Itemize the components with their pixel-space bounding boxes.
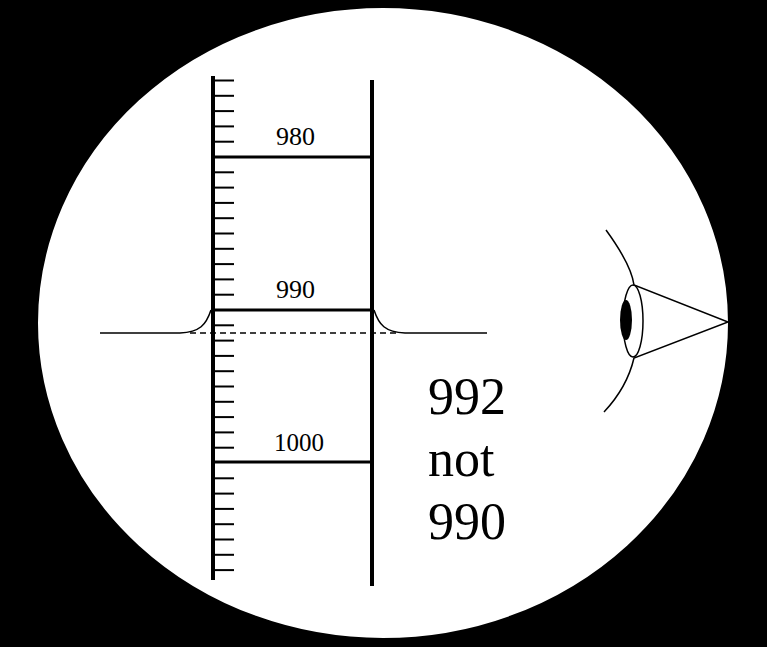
meniscus-left xyxy=(100,310,211,333)
eye-pupil xyxy=(620,300,632,340)
scale-tick xyxy=(213,493,234,495)
meniscus-right xyxy=(374,310,487,333)
scale-tick xyxy=(213,278,234,280)
stem-left xyxy=(211,76,215,580)
scale-tick xyxy=(213,95,234,97)
eye-outline xyxy=(604,230,728,412)
reading-note: 992 not 990 xyxy=(428,366,558,553)
view-circle xyxy=(36,6,730,640)
major-bar xyxy=(213,461,372,464)
scale-tick xyxy=(213,386,234,388)
scale-tick xyxy=(213,355,234,357)
scale-tick xyxy=(213,477,234,479)
scale-tick xyxy=(213,263,234,265)
major-bar xyxy=(213,309,372,312)
scale-tick xyxy=(213,324,234,326)
scale-tick xyxy=(213,539,234,541)
major-bar xyxy=(213,156,372,159)
scale-tick xyxy=(213,202,234,204)
scale-tick xyxy=(213,125,234,127)
scale-tick xyxy=(213,416,234,418)
scale-number: 990 xyxy=(276,277,315,303)
scale-tick xyxy=(213,523,234,525)
scale-tick xyxy=(213,401,234,403)
scale-tick xyxy=(213,370,234,372)
scale-tick xyxy=(213,141,234,143)
scale-tick xyxy=(213,171,234,173)
scale-tick xyxy=(213,187,234,189)
scale-tick xyxy=(213,569,234,571)
scale-tick xyxy=(213,233,234,235)
scale-tick xyxy=(213,554,234,556)
scale-tick xyxy=(213,508,234,510)
scale-tick xyxy=(213,340,234,342)
scale-tick xyxy=(213,294,234,296)
scale-ticks xyxy=(213,81,234,571)
scale-tick xyxy=(213,248,234,250)
reading-line xyxy=(190,332,397,334)
scale-number: 1000 xyxy=(274,430,324,455)
scale-number: 980 xyxy=(276,124,315,150)
scale-tick xyxy=(213,431,234,433)
scale-tick xyxy=(213,80,234,82)
scale-tick xyxy=(213,447,234,449)
scale-tick xyxy=(213,217,234,219)
scale-tick xyxy=(213,110,234,112)
